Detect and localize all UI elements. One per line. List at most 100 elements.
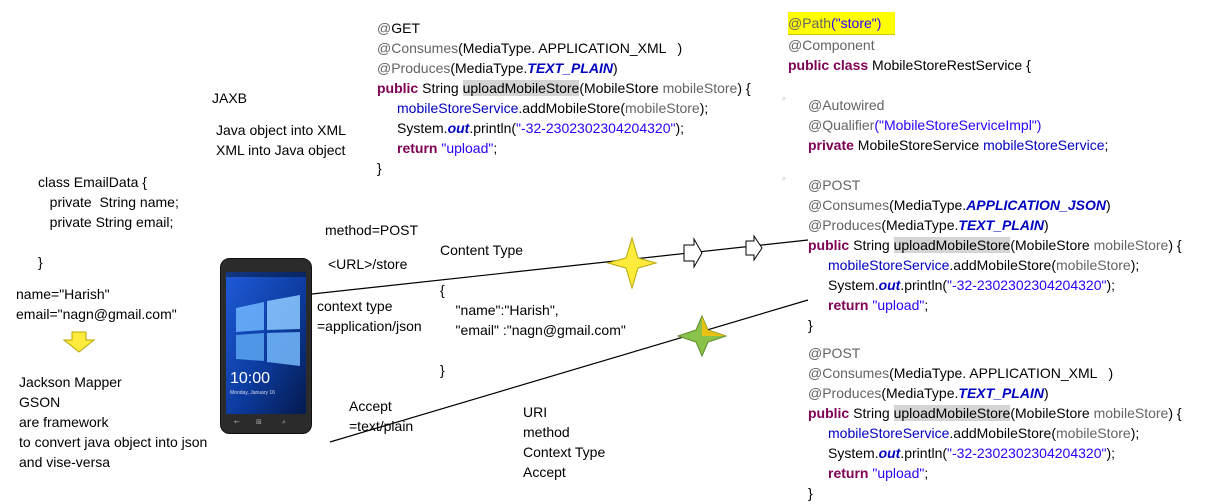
code-token: .addMobileStore( bbox=[949, 425, 1057, 441]
code-token: String bbox=[849, 405, 894, 421]
code-token: MobileStoreService bbox=[853, 137, 984, 153]
uri-list-item: URI bbox=[523, 404, 548, 420]
jackson-line: are framework bbox=[19, 414, 109, 430]
code-token: mobileStore bbox=[1093, 237, 1169, 253]
json-line bbox=[440, 340, 626, 360]
code-token: ("store") bbox=[831, 15, 882, 31]
code-token: out bbox=[878, 445, 901, 461]
code-token: (MediaType. APPLICATION_XML ) bbox=[458, 40, 683, 56]
code-token: @Consumes bbox=[808, 197, 890, 213]
code-token: ) { bbox=[1168, 405, 1182, 421]
code-token: (MediaType. APPLICATION_XML ) bbox=[889, 365, 1114, 381]
code-token: "upload" bbox=[437, 140, 494, 156]
code-token: ) { bbox=[737, 80, 751, 96]
code-token: System. bbox=[397, 120, 448, 136]
code-token: .addMobileStore( bbox=[949, 257, 1057, 273]
code-token: TEXT_PLAIN bbox=[958, 217, 1044, 233]
smartphone-image: ⊞ ← ⌕ 10:00 Monday, January 16 bbox=[220, 258, 312, 434]
code-token: (MobileStore bbox=[579, 80, 663, 96]
code-token: ); bbox=[675, 120, 685, 136]
code-token: uploadMobileStore bbox=[893, 237, 1011, 253]
code-token: ; bbox=[1104, 137, 1109, 153]
code-token: .println( bbox=[469, 120, 517, 136]
code-token: uploadMobileStore bbox=[462, 80, 580, 96]
method-label: method=POST bbox=[325, 222, 418, 238]
code-token: ); bbox=[699, 100, 709, 116]
star-green-icon bbox=[676, 314, 728, 358]
data-email-value: email="nagn@gmail.com" bbox=[16, 306, 177, 322]
code-token: @Consumes bbox=[808, 365, 890, 381]
star-yellow-icon bbox=[606, 236, 658, 290]
code-token: TEXT_PLAIN bbox=[958, 385, 1044, 401]
code-token: @Consumes bbox=[377, 40, 459, 56]
data-name-value: name="Harish" bbox=[16, 286, 110, 302]
arrow-right-icon bbox=[683, 237, 703, 269]
code-token: "-32-2302302304204320" bbox=[947, 445, 1107, 461]
jackson-line: Jackson Mapper bbox=[19, 374, 122, 390]
code-token: System. bbox=[828, 445, 879, 461]
uri-list-item: Accept bbox=[523, 464, 566, 480]
code-token: ) bbox=[1105, 197, 1111, 213]
jackson-line: to convert java object into json bbox=[19, 434, 208, 450]
code-token: .println( bbox=[900, 277, 948, 293]
class-line: private String email; bbox=[38, 214, 174, 230]
code-token: } bbox=[377, 160, 382, 176]
code-token: ); bbox=[1106, 445, 1116, 461]
jaxb-line-2: XML into Java object bbox=[216, 142, 346, 158]
svg-text:⊞: ⊞ bbox=[256, 418, 262, 426]
code-token: } bbox=[808, 485, 813, 501]
class-close: } bbox=[38, 254, 43, 270]
json-line: } bbox=[440, 362, 445, 378]
code-token: public bbox=[808, 405, 850, 421]
uri-list-item: Context Type bbox=[523, 444, 606, 460]
svg-text:←: ← bbox=[234, 418, 240, 426]
code-token: mobileStoreService bbox=[828, 257, 950, 273]
code-token: String bbox=[418, 80, 463, 96]
code-token: System. bbox=[828, 277, 879, 293]
code-token: ("MobileStoreServiceImpl") bbox=[874, 117, 1042, 133]
arrow-right-icon bbox=[745, 234, 763, 262]
code-token: out bbox=[447, 120, 470, 136]
code-token: MobileStoreRestService { bbox=[868, 57, 1031, 73]
context-type-label: context type bbox=[317, 298, 393, 314]
code-token: ) bbox=[612, 60, 618, 76]
code-token: ) bbox=[1043, 385, 1049, 401]
code-token: return bbox=[828, 465, 869, 481]
code-token: String bbox=[849, 237, 894, 253]
code-token: (MobileStore bbox=[1010, 237, 1094, 253]
code-token: @Component bbox=[788, 37, 875, 53]
code-token: mobileStore bbox=[1093, 405, 1169, 421]
code-token: return bbox=[397, 140, 438, 156]
jackson-note: Jackson Mapper GSON are framework to con… bbox=[19, 372, 207, 472]
code-token: @Qualifier bbox=[808, 117, 875, 133]
code-token: @Autowired bbox=[808, 97, 885, 113]
fold-marker-icon: ◦ bbox=[782, 93, 786, 105]
code-token: (MobileStore bbox=[1010, 405, 1094, 421]
code-token: (MediaType. bbox=[881, 385, 959, 401]
code-token: @Produces bbox=[808, 217, 882, 233]
code-token: mobileStore bbox=[662, 80, 738, 96]
code-token: (MediaType. bbox=[889, 197, 967, 213]
class-line: private String name; bbox=[38, 194, 179, 210]
code-token: mobileStoreService bbox=[397, 100, 519, 116]
class-line: class EmailData { bbox=[38, 174, 147, 190]
class-line bbox=[38, 232, 179, 252]
code-token: ) bbox=[1043, 217, 1049, 233]
code-token: "-32-2302302304204320" bbox=[947, 277, 1107, 293]
code-token: @Produces bbox=[377, 60, 451, 76]
uri-list: URI method Context Type Accept bbox=[523, 402, 605, 482]
json-line: "email" :"nagn@gmail.com" bbox=[440, 322, 626, 338]
jaxb-line-1: Java object into XML bbox=[216, 122, 346, 138]
code-token: mobileStore bbox=[1056, 425, 1131, 441]
code-token: ); bbox=[1106, 277, 1116, 293]
accept-label: Accept bbox=[349, 398, 392, 414]
code-token: @Path bbox=[788, 15, 832, 31]
code-token: ); bbox=[1130, 425, 1140, 441]
context-type-value: =application/json bbox=[317, 318, 422, 334]
code-token: "upload" bbox=[868, 465, 925, 481]
code-token: .println( bbox=[900, 445, 948, 461]
url-label: <URL>/store bbox=[328, 256, 408, 272]
json-line: "name":"Harish", bbox=[440, 302, 559, 318]
code-token: } bbox=[808, 317, 813, 333]
request-line bbox=[311, 239, 809, 295]
